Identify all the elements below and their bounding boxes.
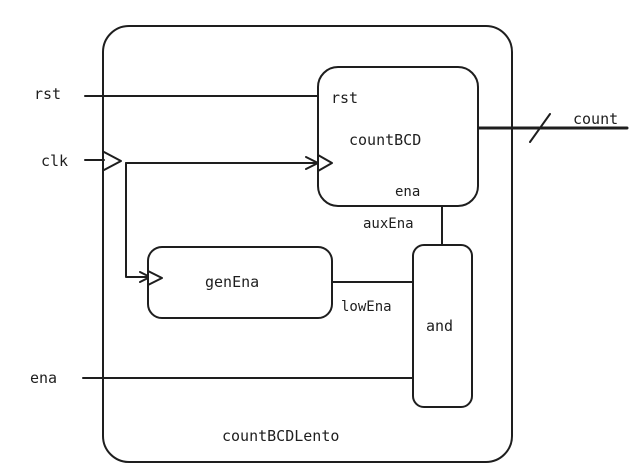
- signal-lowena-label: lowEna: [341, 299, 392, 315]
- genena-block: [147, 246, 333, 319]
- outer-block-label: countBCDLento: [222, 427, 339, 445]
- output-count-label: count: [573, 110, 618, 128]
- genena-clk-marker: [147, 270, 163, 286]
- countbcd-rst-port-label: rst: [331, 89, 358, 107]
- and-gate-label: and: [426, 317, 453, 335]
- input-ena-label: ena: [30, 369, 57, 387]
- countbcd-block-label: countBCD: [349, 131, 421, 149]
- input-rst-label: rst: [34, 85, 61, 103]
- count-bus-slash: [529, 113, 551, 143]
- countbcd-ena-port-label: ena: [395, 184, 420, 200]
- input-clk-label: clk: [41, 152, 68, 170]
- countbcd-clk-marker: [317, 154, 333, 172]
- clk-port-marker: [103, 151, 122, 171]
- and-gate-block: [412, 244, 473, 408]
- signal-auxena-label: auxEna: [363, 216, 414, 232]
- countbcd-block: [317, 66, 479, 207]
- clk-to-genena-wire: [125, 162, 151, 278]
- genena-block-label: genEna: [205, 273, 259, 291]
